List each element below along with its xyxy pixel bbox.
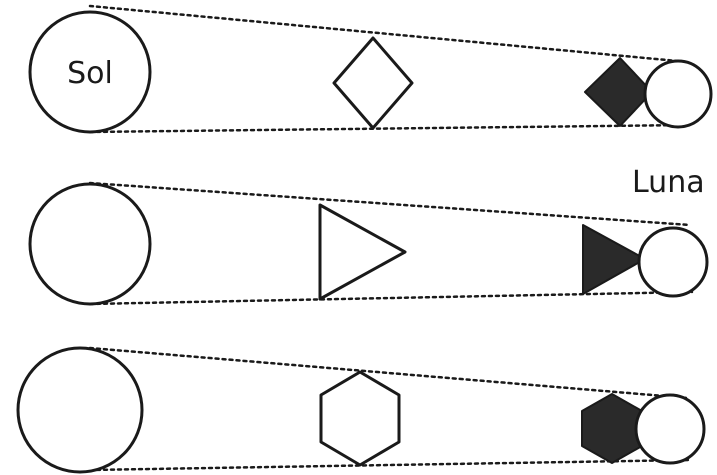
ray-top bbox=[90, 183, 690, 225]
ray-bottom bbox=[90, 292, 692, 304]
moon-circle bbox=[639, 228, 707, 296]
object-diamond bbox=[334, 38, 412, 128]
moon-label: Luna bbox=[632, 165, 705, 200]
sun-circle bbox=[30, 184, 150, 304]
ray-top bbox=[90, 6, 688, 62]
sun-label: Sol bbox=[67, 56, 113, 91]
row-hexagon bbox=[18, 348, 704, 472]
row-diamond: Sol Luna bbox=[30, 6, 711, 200]
shadow-triangle bbox=[583, 225, 645, 294]
shadow-diamond bbox=[585, 58, 652, 126]
object-hexagon bbox=[321, 372, 399, 465]
shadow-hexagon bbox=[582, 394, 642, 463]
row-triangle bbox=[30, 183, 707, 304]
moon-circle bbox=[636, 395, 704, 463]
moon-circle bbox=[645, 61, 711, 127]
object-triangle bbox=[320, 205, 405, 299]
ray-bottom bbox=[90, 125, 690, 132]
sun-circle bbox=[18, 348, 142, 472]
ray-bottom bbox=[90, 460, 690, 470]
